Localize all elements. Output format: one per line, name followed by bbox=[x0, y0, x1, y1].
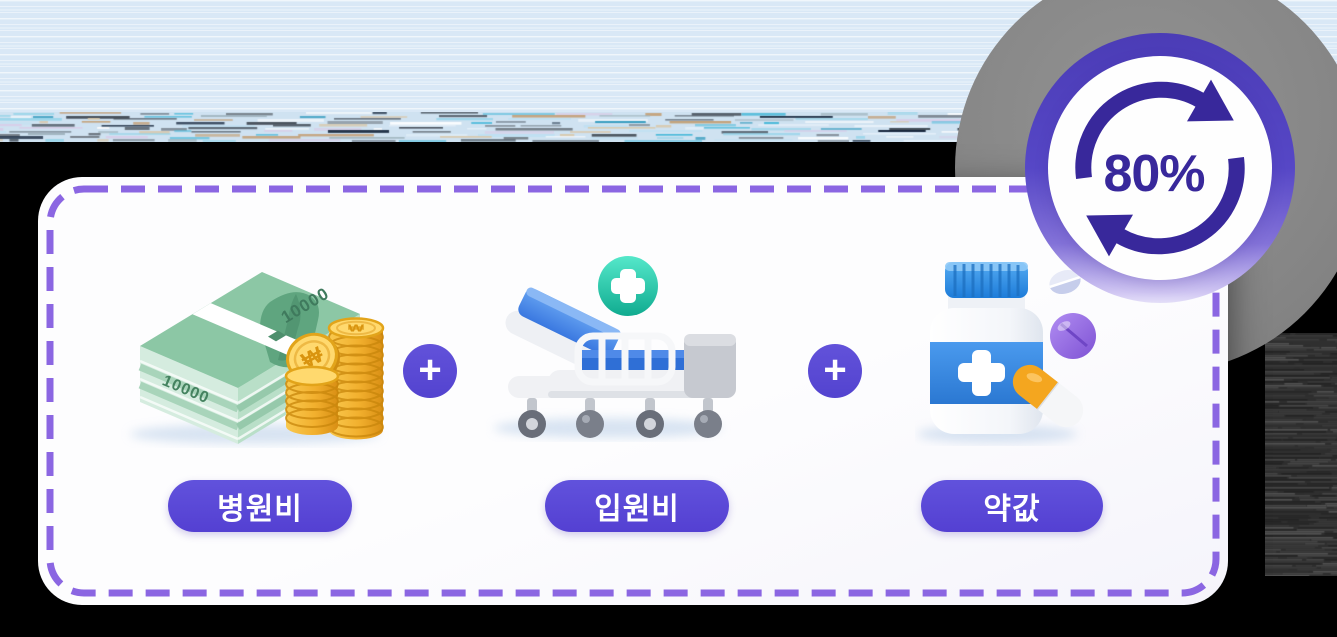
label-pill-admission-fee: 입원비 bbox=[545, 480, 729, 532]
capsule-icon bbox=[1012, 364, 1084, 428]
plus-operator-1: + bbox=[403, 344, 457, 398]
sync-arrows-icon bbox=[1075, 79, 1245, 257]
coin-won-symbol: ₩ bbox=[348, 322, 365, 334]
glitch-noise-strip bbox=[1265, 333, 1337, 576]
bottle-cap bbox=[945, 262, 1028, 298]
label-text: 입원비 bbox=[594, 493, 680, 526]
small-pill-icon bbox=[1049, 269, 1081, 295]
coin-stack-short bbox=[284, 365, 340, 435]
medicine-bottle-icon bbox=[917, 262, 1096, 443]
badge-value: 80% bbox=[1103, 145, 1205, 203]
medical-cross-badge-icon bbox=[598, 256, 658, 316]
plus-operator-2: + bbox=[808, 344, 862, 398]
label-pill-medicine-cost: 약값 bbox=[921, 480, 1103, 532]
round-tablet-icon bbox=[1050, 313, 1096, 359]
hospital-bed-icon bbox=[494, 256, 736, 438]
dashed-border bbox=[46, 185, 1220, 597]
bed-wheels bbox=[518, 398, 722, 438]
label-text: 약값 bbox=[983, 493, 1041, 526]
label-text: 병원비 bbox=[217, 493, 303, 526]
percentage-badge: 80% bbox=[1048, 56, 1272, 280]
plus-sign: + bbox=[823, 347, 847, 392]
plus-sign: + bbox=[418, 347, 442, 392]
money-stack-icon: 10000 10000 ₩ ₩ bbox=[130, 272, 385, 444]
bottle-cross-icon bbox=[958, 350, 1005, 396]
label-pill-hospital-fee: 병원비 bbox=[168, 480, 352, 532]
